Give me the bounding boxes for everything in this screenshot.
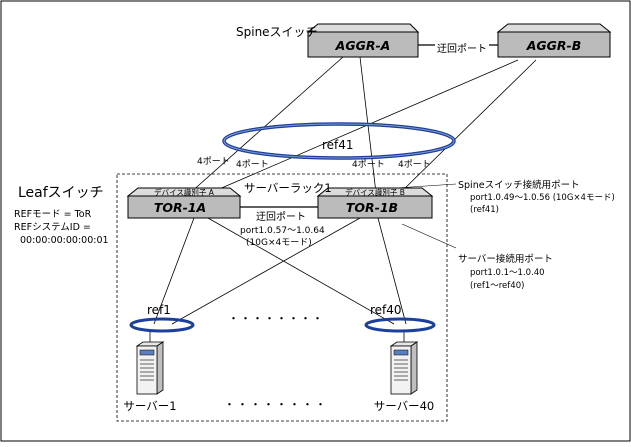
- leaf-title: Leafスイッチ: [18, 185, 104, 201]
- server-port-title: サーバー接続用ポート: [458, 253, 553, 265]
- port-count-b2: 4ポート: [398, 159, 431, 170]
- tor-1a-switch[interactable]: デバイス識別子 A TOR-1A: [126, 187, 242, 219]
- spine-port-ref: (ref41): [470, 205, 499, 215]
- leaf-bypass-label: 迂回ポート: [256, 211, 306, 223]
- aggr-a-switch[interactable]: AGGR-A: [306, 23, 420, 58]
- spine-title: Spineスイッチ: [236, 25, 318, 39]
- leaf-bypass-ports: port1.0.57～1.0.64: [240, 226, 325, 236]
- ref41-lag-ring-highlight: [223, 123, 455, 159]
- ref-system-id-value: 00:00:00:00:00:01: [20, 235, 109, 246]
- server-40-label: サーバー40: [374, 399, 435, 413]
- leaf-server-links: [149, 217, 407, 346]
- port-count-a2: 4ポート: [236, 159, 269, 170]
- rack-title: サーバーラック1: [244, 181, 332, 195]
- tor-1b-label: TOR-1B: [346, 200, 398, 215]
- spine-bypass-label: 迂回ポート: [437, 43, 487, 55]
- spine-port-title: Spineスイッチ接続用ポート: [458, 179, 580, 191]
- spine-port-pointer: [395, 183, 457, 189]
- ref-mode: REFモード = ToR: [14, 209, 92, 220]
- lag-ellipsis: ・・・・・・・・: [228, 312, 324, 325]
- link-aggr-b-tor-1b: [399, 59, 537, 194]
- ref41-label: ref41: [322, 138, 354, 152]
- tor-1b-switch[interactable]: デバイス識別子 B TOR-1B: [316, 187, 434, 219]
- port-count-a1: 4ポート: [197, 156, 230, 167]
- server-port-range: port1.0.1～1.0.40: [470, 268, 545, 278]
- ref40-label: ref40: [370, 303, 402, 317]
- server-ellipsis: ・・・・・・・・: [224, 398, 328, 411]
- server-1-label: サーバー1: [123, 399, 176, 413]
- server-40-icon[interactable]: [389, 341, 419, 395]
- tor-1a-id-label: デバイス識別子 A: [154, 187, 215, 197]
- ref1-label: ref1: [147, 303, 171, 317]
- link-tor-1a-server1: [153, 217, 195, 325]
- server-1-icon[interactable]: [135, 341, 165, 395]
- link-aggr-a-tor-1a: [189, 56, 344, 194]
- leaf-bypass-mode: (10G×4モード): [246, 238, 312, 248]
- spine-bypass-label-bg: [435, 41, 489, 54]
- aggr-a-label: AGGR-A: [335, 38, 391, 53]
- tor-1b-id-label: デバイス識別子 B: [345, 187, 405, 197]
- aggr-b-switch[interactable]: AGGR-B: [496, 23, 612, 58]
- link-tor-1a-server40: [207, 217, 395, 325]
- server-port-ref: (ref1～ref40): [470, 281, 524, 291]
- link-tor-1b-server40: [377, 217, 407, 325]
- spine-port-range: port1.0.49～1.0.56 (10G×4モード): [470, 193, 615, 203]
- tor-1a-label: TOR-1A: [154, 200, 206, 215]
- ref1-lag-ring: [129, 317, 195, 333]
- link-tor-1b-server1: [171, 217, 361, 325]
- ref-system-id-label: REFシステムID =: [14, 222, 91, 233]
- link-aggr-b-tor-1a: [209, 59, 519, 194]
- server-rack-frame: [116, 173, 448, 422]
- server-port-pointer: [401, 223, 457, 249]
- aggr-b-label: AGGR-B: [526, 38, 582, 53]
- ref40-lag-ring: [364, 317, 436, 333]
- port-count-b1: 4ポート: [352, 159, 385, 170]
